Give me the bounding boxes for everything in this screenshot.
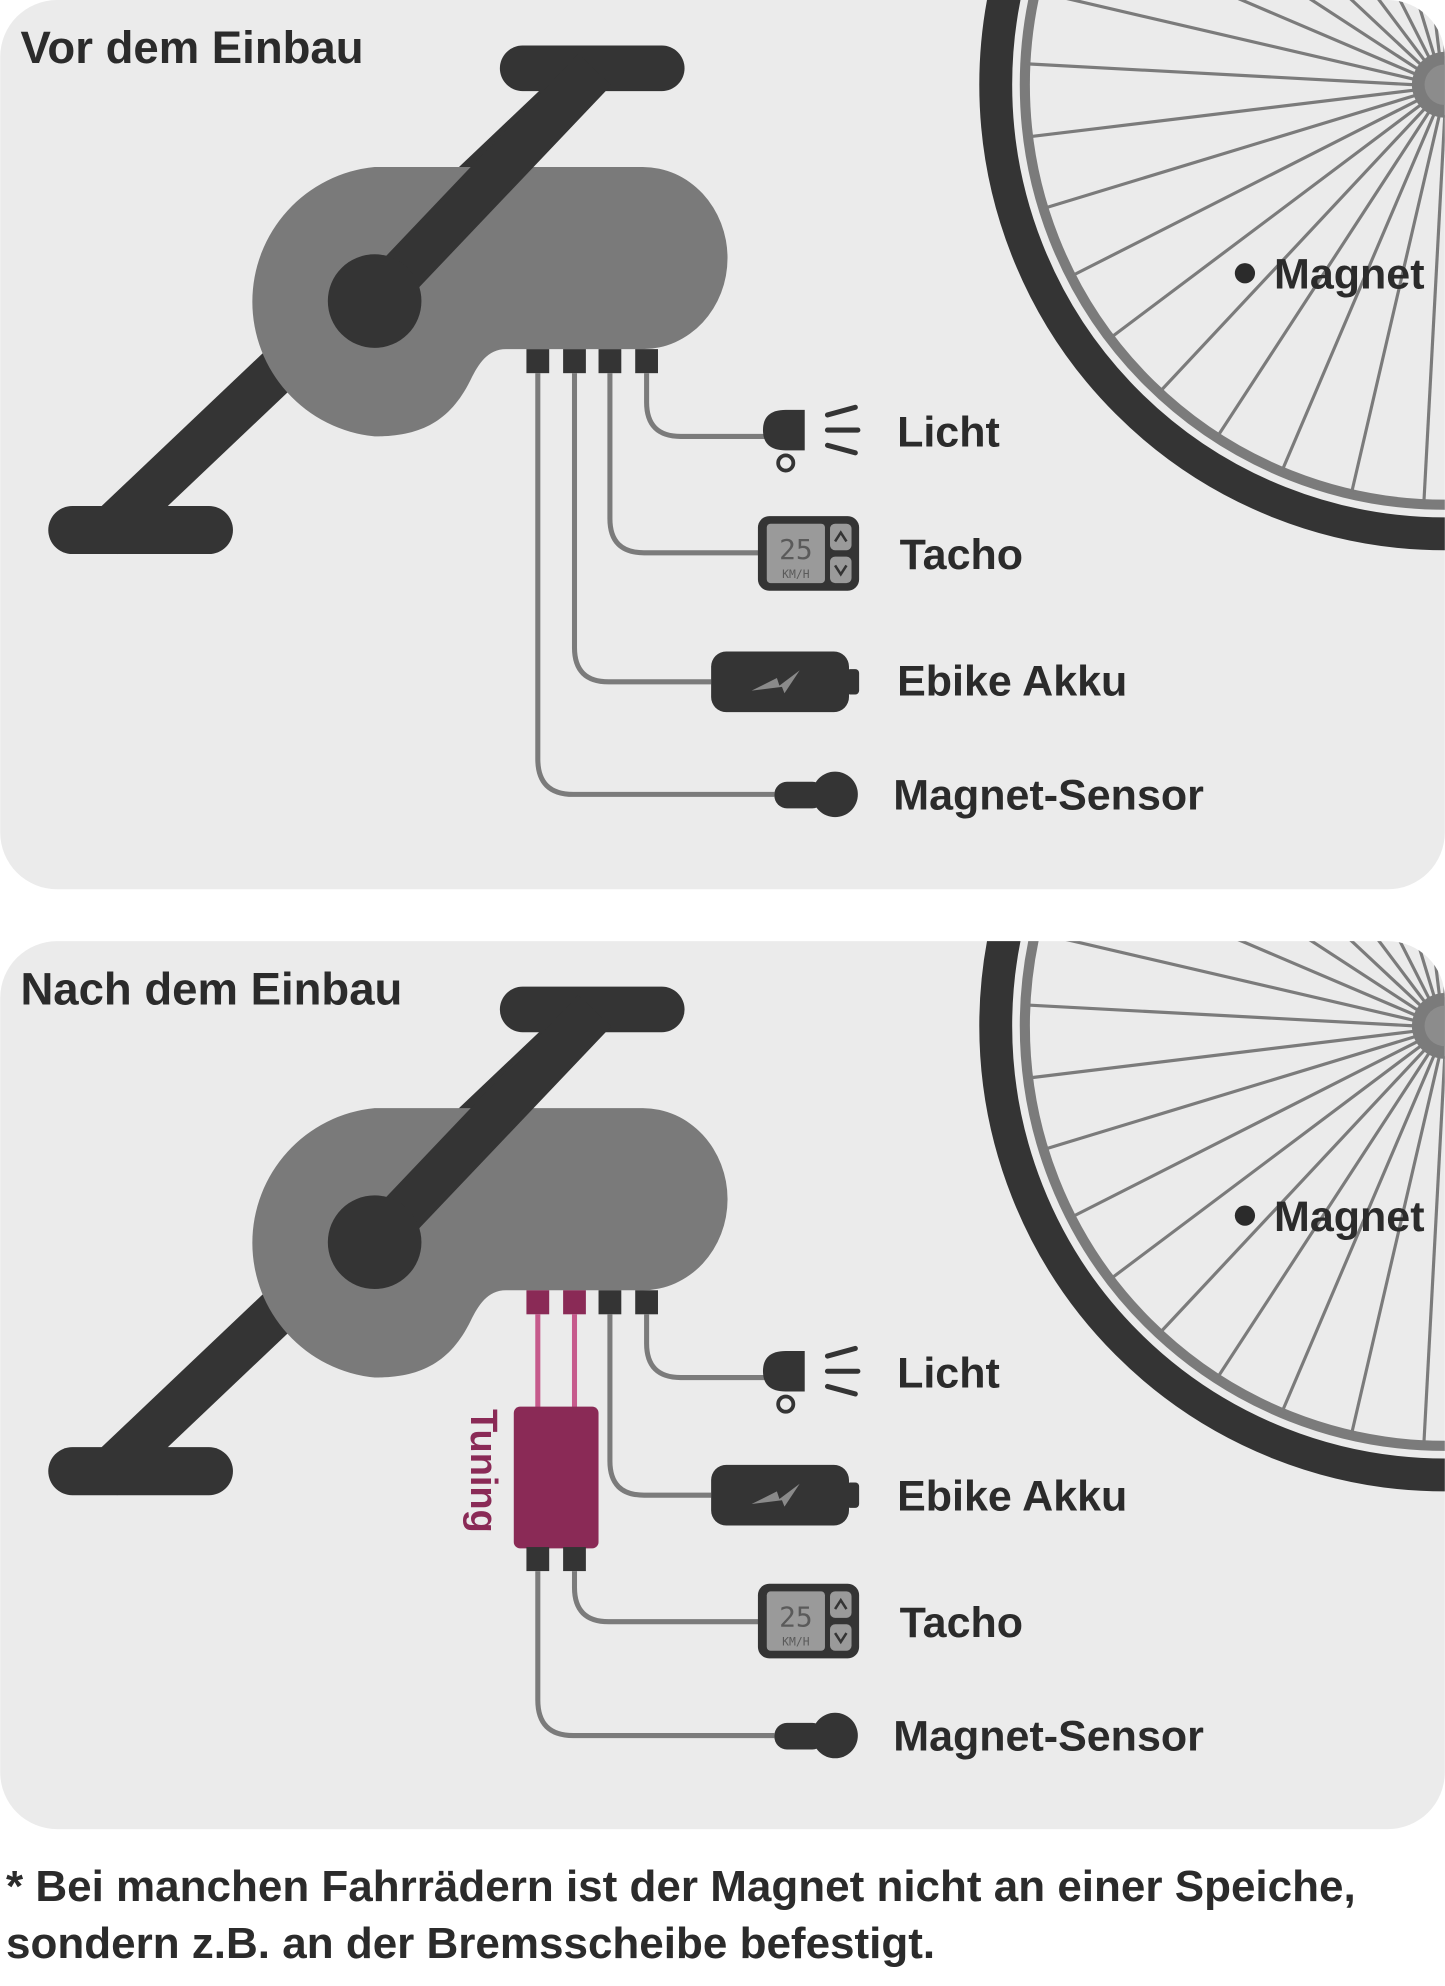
tacho-speed: 25 <box>779 1601 813 1634</box>
tacho-speed: 25 <box>779 533 813 566</box>
wheel-hub <box>1411 51 1445 118</box>
wheel <box>979 941 1445 1492</box>
cable-akku <box>607 1314 712 1498</box>
headlight-icon <box>762 404 861 473</box>
cable-tacho <box>607 373 760 556</box>
tacho-icon: 25 KM/H <box>757 516 860 591</box>
motor-connectors <box>526 349 658 374</box>
wheel-spoke <box>1159 1048 1427 1333</box>
wheel-spoke <box>1072 98 1420 277</box>
wheel-spoke <box>1422 115 1445 502</box>
tuning-module <box>513 1406 599 1572</box>
wheel-spoke <box>1111 102 1423 338</box>
wheel-spokes <box>1027 941 1445 1443</box>
motor-housing <box>252 995 728 1378</box>
wheel-spoke <box>1281 1053 1436 1412</box>
wheel-spoke <box>1027 62 1415 87</box>
wheel-spoke <box>1030 88 1416 139</box>
battery-icon <box>711 1464 860 1526</box>
label-licht: Licht <box>897 409 1000 457</box>
wheel-magnet-label: Magnet <box>1274 250 1425 298</box>
cables <box>535 373 775 797</box>
wheel-spoke <box>1281 112 1436 471</box>
tuning-label: Tuning <box>462 1409 504 1533</box>
pedal-bottom <box>48 505 233 555</box>
wheel-spoke <box>1422 1056 1445 1443</box>
motor-connectors <box>526 1290 658 1315</box>
tuning-cables <box>535 1314 578 1411</box>
tacho-unit: KM/H <box>782 567 810 581</box>
cable-sensor <box>535 373 775 797</box>
panel-before-title: Vor dem Einbau <box>20 22 363 73</box>
wheel-spoke <box>1216 1051 1431 1378</box>
wheel-spoke <box>1350 1055 1442 1434</box>
footnote: * Bei manchen Fahrrädern ist der Magnet … <box>6 1862 1356 1968</box>
wheel-hub <box>1411 993 1445 1059</box>
wheel-spoke <box>1059 0 1417 76</box>
wheel-spoke <box>1216 110 1431 437</box>
wheel-spoke <box>1045 1034 1417 1151</box>
wheel-spoke <box>1350 114 1442 493</box>
wheel-spoke <box>1072 1039 1420 1218</box>
magnet-sensor-icon <box>774 1712 858 1759</box>
crank-axle <box>327 1195 422 1290</box>
label-magnet-sensor: Magnet-Sensor <box>893 1713 1204 1761</box>
wheel-spoke <box>1093 0 1420 71</box>
panel-before: Magnet Vor dem Einbau <box>0 0 1445 890</box>
wheel-spoke <box>1093 941 1420 1013</box>
wheel-spoke <box>1159 106 1427 392</box>
tacho-icon: 25 KM/H <box>757 1583 860 1659</box>
wheel-spoke <box>1137 941 1423 1008</box>
wheel-spoke <box>1111 1044 1423 1280</box>
wheel-spoke <box>1059 941 1417 1017</box>
label-magnet-sensor: Magnet-Sensor <box>893 772 1204 820</box>
battery-icon <box>711 651 860 713</box>
cables <box>535 1314 775 1739</box>
label-ebike-akku: Ebike Akku <box>897 1472 1127 1520</box>
wheel-spoke <box>1030 1029 1416 1080</box>
wheel-spoke <box>1037 0 1416 81</box>
motor-housing <box>252 53 728 437</box>
label-tacho: Tacho <box>900 1599 1023 1647</box>
wheel-spoke <box>1027 1003 1415 1028</box>
cable-licht <box>644 373 766 439</box>
tacho-unit: KM/H <box>782 1635 810 1649</box>
wheel-magnet-label: Magnet <box>1274 1193 1425 1241</box>
headlight-icon <box>762 1345 861 1414</box>
wheel-spoke <box>1191 941 1427 1004</box>
panel-after: Magnet Nach dem Einbau <box>0 941 1445 1830</box>
wheel-spoke <box>1037 941 1416 1023</box>
wheel-magnet-dot <box>1234 1205 1256 1226</box>
wheel-spoke <box>1045 93 1417 210</box>
magnet-sensor-icon <box>774 771 858 818</box>
label-ebike-akku: Ebike Akku <box>897 658 1127 706</box>
cable-sensor <box>535 1571 775 1739</box>
wheel-spoke <box>1191 0 1427 63</box>
panel-after-title: Nach dem Einbau <box>20 963 402 1014</box>
pedal-bottom <box>48 1447 233 1496</box>
cable-tacho <box>571 1571 760 1625</box>
cable-licht <box>644 1314 766 1381</box>
crank-axle <box>327 254 422 348</box>
cable-akku <box>571 373 712 685</box>
label-tacho: Tacho <box>900 531 1023 579</box>
wheel-spoke <box>1137 0 1423 67</box>
wheel-magnet-dot <box>1234 263 1256 284</box>
label-licht: Licht <box>897 1350 1000 1398</box>
